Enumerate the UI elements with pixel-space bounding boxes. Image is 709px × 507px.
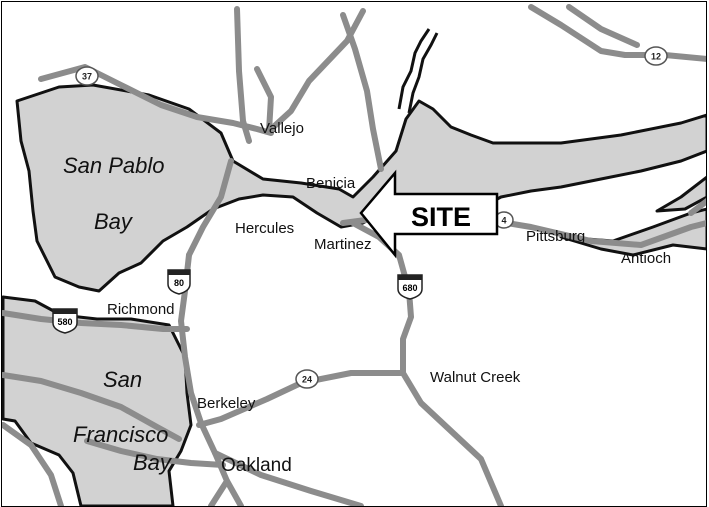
site-marker: SITE [359,169,499,259]
shield-580: 580 [52,308,78,334]
road-580 [2,310,190,332]
site-arrow [359,169,499,259]
road-oak-south [208,478,230,506]
martinez-label: Martinez [314,236,372,253]
shield-37-label: 37 [82,72,92,82]
oakland-label: Oakland [221,455,292,476]
road-12 [528,4,706,62]
shield-580-label: 580 [57,317,72,327]
road-bay-bridge [84,438,226,468]
road-sf [2,422,64,506]
road-680-south [400,370,504,506]
san-pablo-bay [15,83,706,293]
pittsburg-label: Pittsburg [526,228,585,245]
bay-label-2: Bay [133,450,173,475]
shield-4-label: 4 [501,216,506,226]
road-12b [566,4,640,48]
road-vallejo-ne [266,8,366,134]
road-benicia-north [340,12,384,172]
shield-24: 24 [295,369,319,389]
road-antioch-east [688,198,706,216]
road-580-east [212,450,364,506]
benicia-label: Benicia [306,175,356,192]
road-80 [178,252,244,506]
hercules-label: Hercules [235,220,294,237]
shield-12-label: 12 [651,52,661,62]
bay-label-1: Bay [94,209,134,234]
richmond-label: Richmond [107,301,175,318]
city-labels: Vallejo Benicia Hercules Martinez Pittsb… [107,120,671,476]
road-80-north [186,158,234,258]
rivers [397,28,439,114]
river-channel [655,175,706,213]
san-label: San [103,367,142,392]
shield-80: 80 [167,269,191,295]
shield-24-label: 24 [302,375,312,385]
antioch-label: Antioch [621,250,671,267]
shield-680-label: 680 [402,283,417,293]
road-vallejo-n2 [254,66,274,134]
shield-37: 37 [75,66,99,86]
road-24 [196,370,406,428]
site-label: SITE [411,202,471,232]
road-vallejo-north [234,6,252,144]
shield-12: 12 [644,46,668,66]
water-labels: San Pablo Bay San Francisco Bay [63,153,173,475]
berkeley-label: Berkeley [197,395,256,412]
francisco-label: Francisco [73,422,168,447]
road-richmond-bridge [2,372,182,442]
walnut-creek-label: Walnut Creek [430,369,521,386]
san-pablo-label: San Pablo [63,153,165,178]
shield-80-label: 80 [174,278,184,288]
highway-shields: 37 12 4 24 80 580 680 [52,46,668,389]
vallejo-label: Vallejo [260,120,304,137]
shield-680: 680 [397,274,423,300]
